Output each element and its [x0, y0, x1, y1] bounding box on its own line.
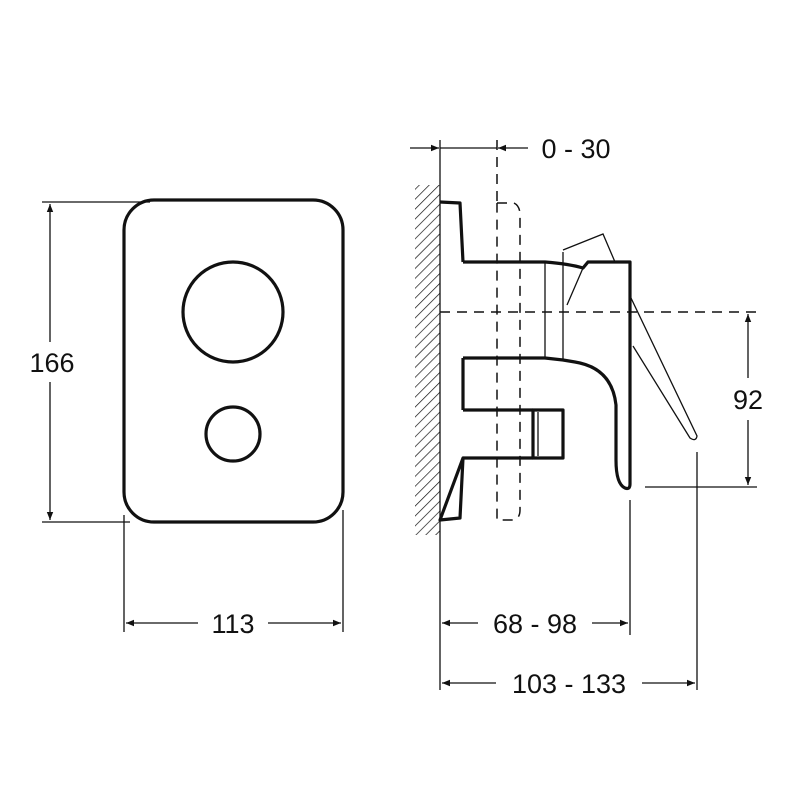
- temperature-knob: [181, 260, 285, 364]
- valve-body: [463, 260, 632, 491]
- dimension-front-width: 113: [123, 510, 344, 641]
- side-view: [415, 140, 760, 535]
- dimension-adjust-range: 0 - 30: [410, 134, 611, 164]
- wall-hatch: [415, 185, 440, 535]
- cover-plate: [122, 198, 345, 524]
- diverter-knob: [204, 405, 262, 463]
- front-height-label: 166: [29, 348, 74, 378]
- dimension-outlet-height: 92: [645, 314, 774, 488]
- front-width-label: 113: [211, 609, 254, 639]
- outlet-height-label: 92: [733, 385, 763, 415]
- adjust-range-label: 0 - 30: [541, 134, 610, 164]
- spout-nut: [531, 408, 565, 460]
- lever-handle: [562, 233, 698, 441]
- spout-pipe: [463, 408, 533, 460]
- dimension-body-depth: 68 - 98: [439, 500, 631, 690]
- front-view: [122, 198, 345, 524]
- total-depth-label: 103 - 133: [512, 669, 626, 699]
- dimension-front-height: 166: [22, 201, 150, 523]
- rough-in-outline: [496, 140, 521, 521]
- body-depth-label: 68 - 98: [493, 609, 577, 639]
- dimension-total-depth: 103 - 133: [442, 452, 698, 701]
- wall-plate: [438, 200, 465, 522]
